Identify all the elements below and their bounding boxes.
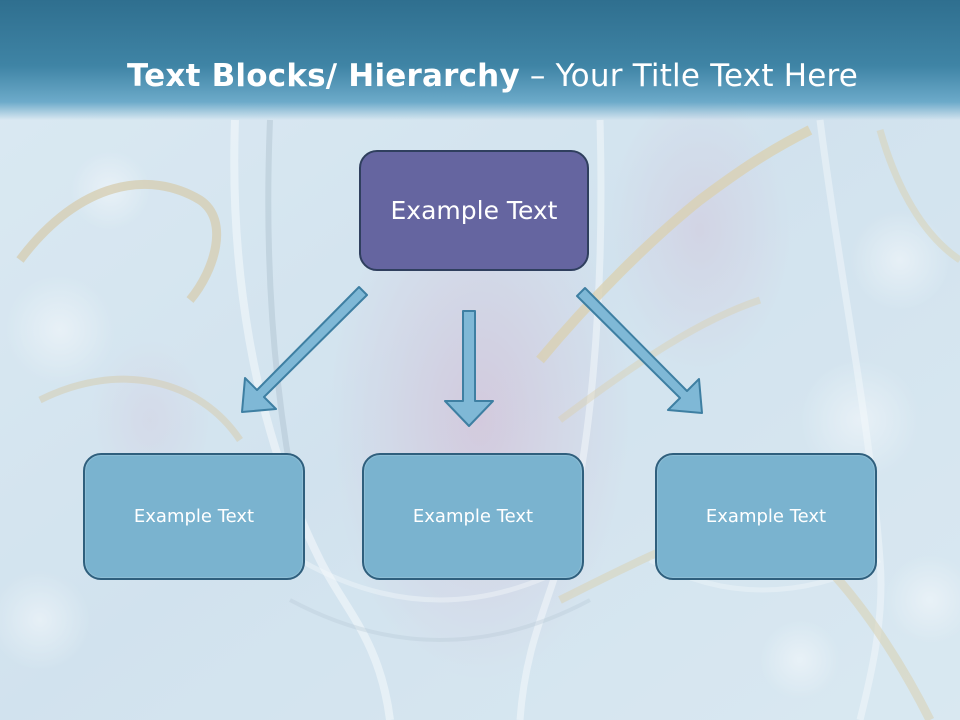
child-box-center[interactable]: Example Text — [362, 453, 584, 580]
arrow-to-left-box — [241, 286, 368, 413]
top-level-box-text: Example Text — [390, 196, 558, 225]
child-box-center-text: Example Text — [412, 506, 534, 527]
title-bold-part: Text Blocks/ Hierarchy — [126, 58, 520, 94]
child-box-left[interactable]: Example Text — [83, 453, 305, 580]
child-box-right-text: Example Text — [705, 506, 827, 527]
title-regular-part: – Your Title Text Here — [519, 58, 859, 94]
slide-title: Text Blocks/ Hierarchy – Your Title Text… — [0, 52, 960, 100]
arrow-to-center-box — [444, 310, 494, 427]
top-level-box[interactable]: Example Text — [359, 150, 589, 271]
title-bar — [0, 0, 960, 120]
child-box-left-text: Example Text — [133, 506, 255, 527]
arrow-to-right-box — [576, 287, 703, 414]
child-box-right[interactable]: Example Text — [655, 453, 877, 580]
